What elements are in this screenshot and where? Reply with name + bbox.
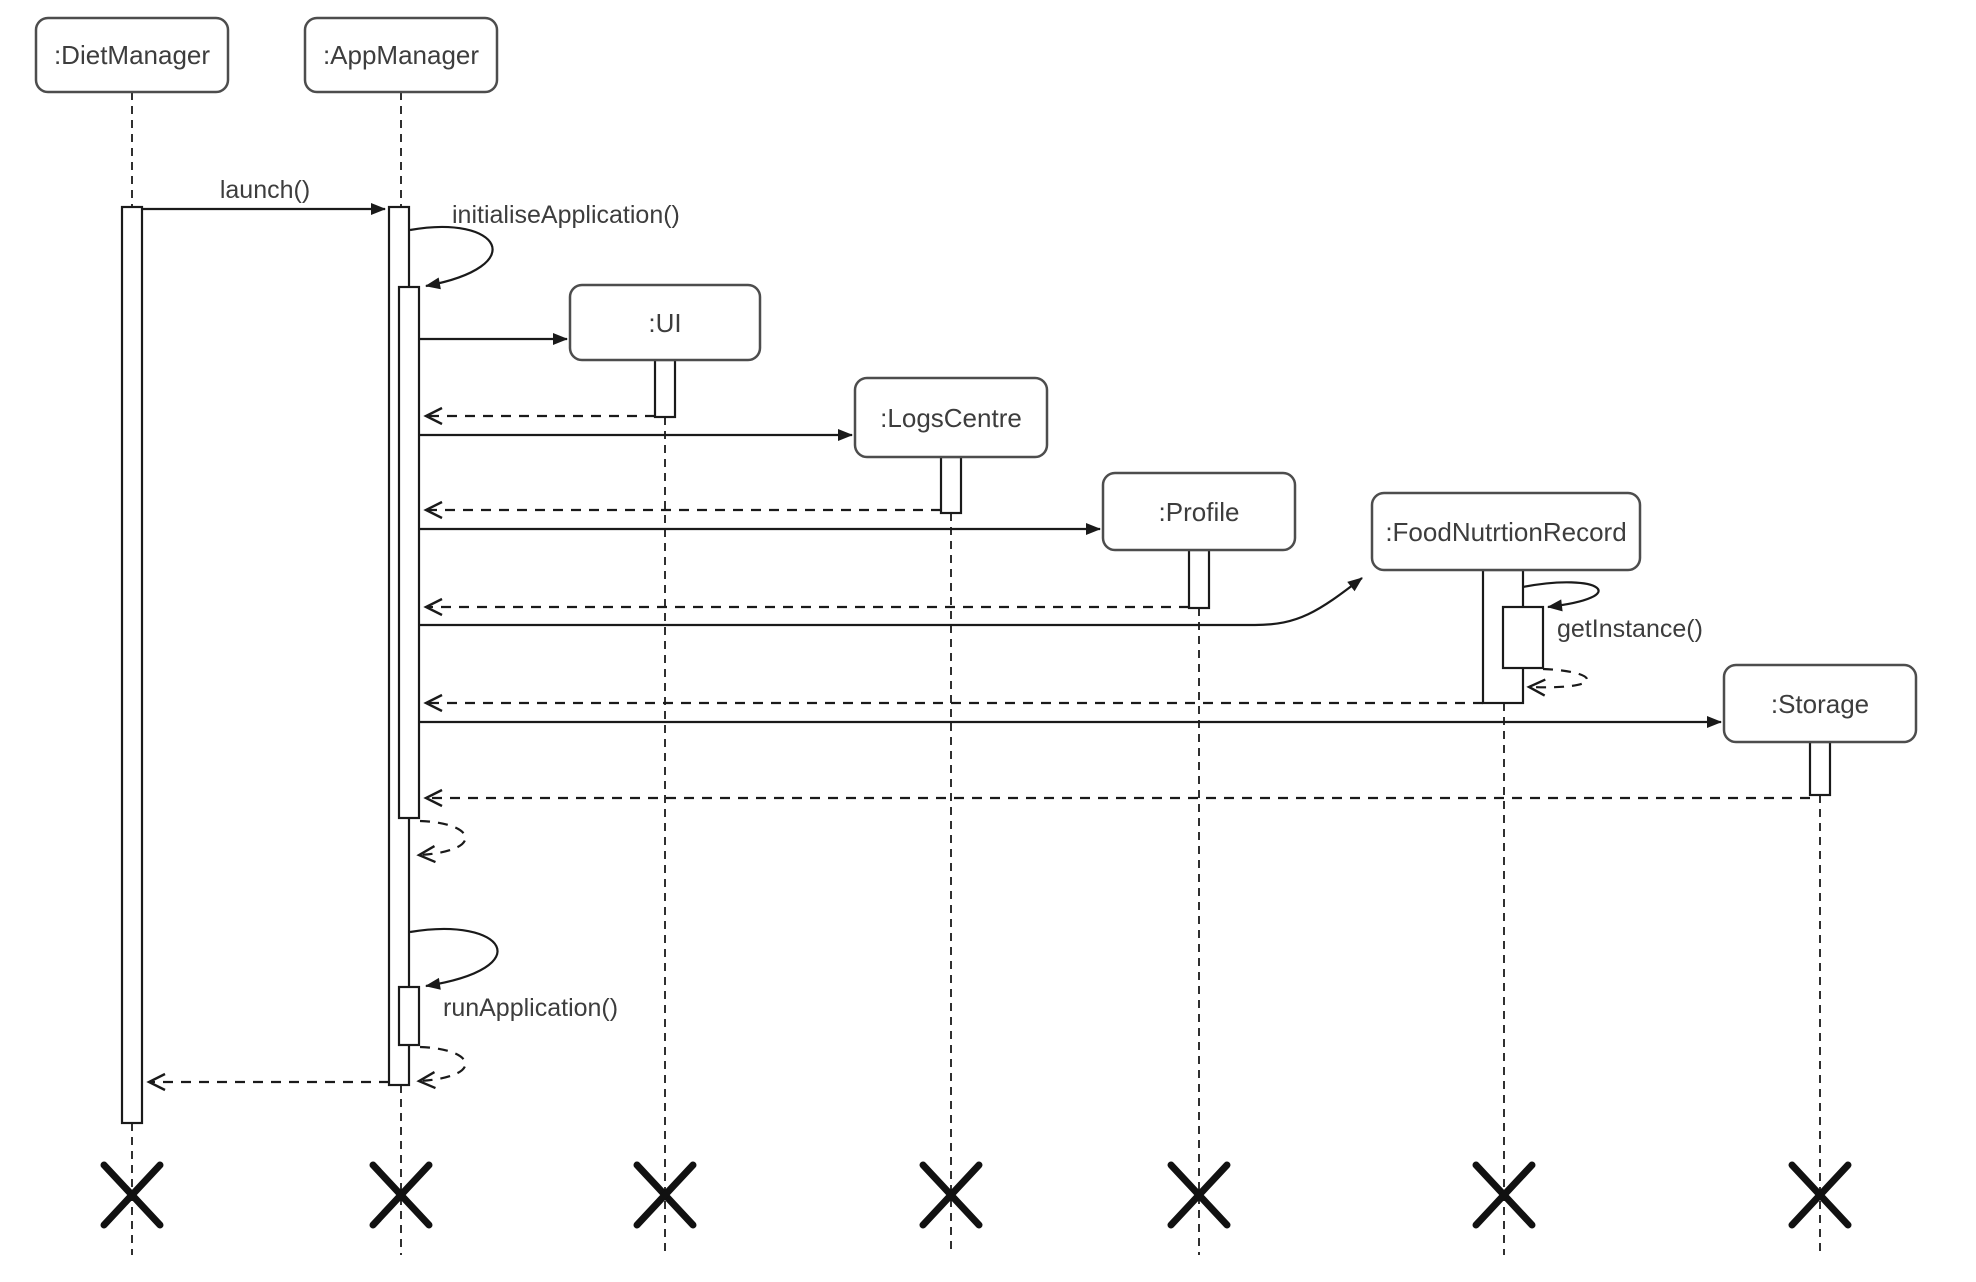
activation-foodnutrtionrecord-getinstance (1501, 605, 1545, 670)
lifelines (131, 92, 1821, 1255)
destroy-x-storage (1788, 1161, 1852, 1229)
participant-label-logscentre: :LogsCentre (880, 403, 1022, 433)
participant-label-ui: :UI (648, 308, 681, 338)
participant-ui: :UI (568, 283, 762, 362)
participant-dietmanager: :DietManager (34, 16, 230, 94)
message-runapplication-label: runApplication() (443, 994, 618, 1022)
activation-appmanager-run (397, 985, 421, 1047)
message-getinstance-loop (1522, 581, 1600, 612)
participant-appmanager: :AppManager (303, 16, 499, 94)
participant-boxes: :DietManager :AppManager :UI :LogsCentre… (34, 16, 1918, 744)
participant-label-foodnutrtionrecord: :FoodNutrtionRecord (1385, 517, 1626, 547)
destroy-marks (100, 1161, 1852, 1229)
destroy-x-appmanager (369, 1161, 433, 1229)
message-create-foodnutrtionrecord (419, 577, 1363, 627)
participant-label-storage: :Storage (1771, 689, 1869, 719)
activation-dietmanager (120, 205, 144, 1125)
activation-ui (653, 358, 677, 419)
participant-label-appmanager: :AppManager (323, 40, 479, 70)
destroy-x-ui (633, 1161, 697, 1229)
activation-bars (120, 205, 1832, 1125)
message-runapplication-loop (409, 927, 499, 990)
message-getinstance-label: getInstance() (1557, 615, 1703, 643)
return-initialise-loop (416, 819, 467, 864)
participant-storage: :Storage (1722, 663, 1918, 744)
destroy-x-dietmanager (100, 1161, 164, 1229)
messages: launch() initialiseApplication() getInst… (142, 176, 1810, 1092)
participant-profile: :Profile (1101, 471, 1297, 552)
activation-logscentre (939, 455, 963, 515)
activation-appmanager-initialise (397, 285, 421, 820)
return-getinstance-loop (1526, 667, 1589, 697)
activation-profile (1187, 548, 1211, 610)
destroy-x-profile (1167, 1161, 1231, 1229)
activation-storage (1808, 740, 1832, 797)
message-launch-label: launch() (220, 176, 310, 204)
participant-label-dietmanager: :DietManager (54, 40, 210, 70)
participant-label-profile: :Profile (1159, 497, 1240, 527)
destroy-x-foodnutrtionrecord (1472, 1161, 1536, 1229)
message-initialise-label: initialiseApplication() (452, 201, 680, 229)
return-runapplication-loop (416, 1045, 467, 1090)
destroy-x-logscentre (919, 1161, 983, 1229)
message-initialise-loop (409, 225, 494, 290)
participant-foodnutrtionrecord: :FoodNutrtionRecord (1370, 491, 1642, 572)
participant-logscentre: :LogsCentre (853, 376, 1049, 459)
